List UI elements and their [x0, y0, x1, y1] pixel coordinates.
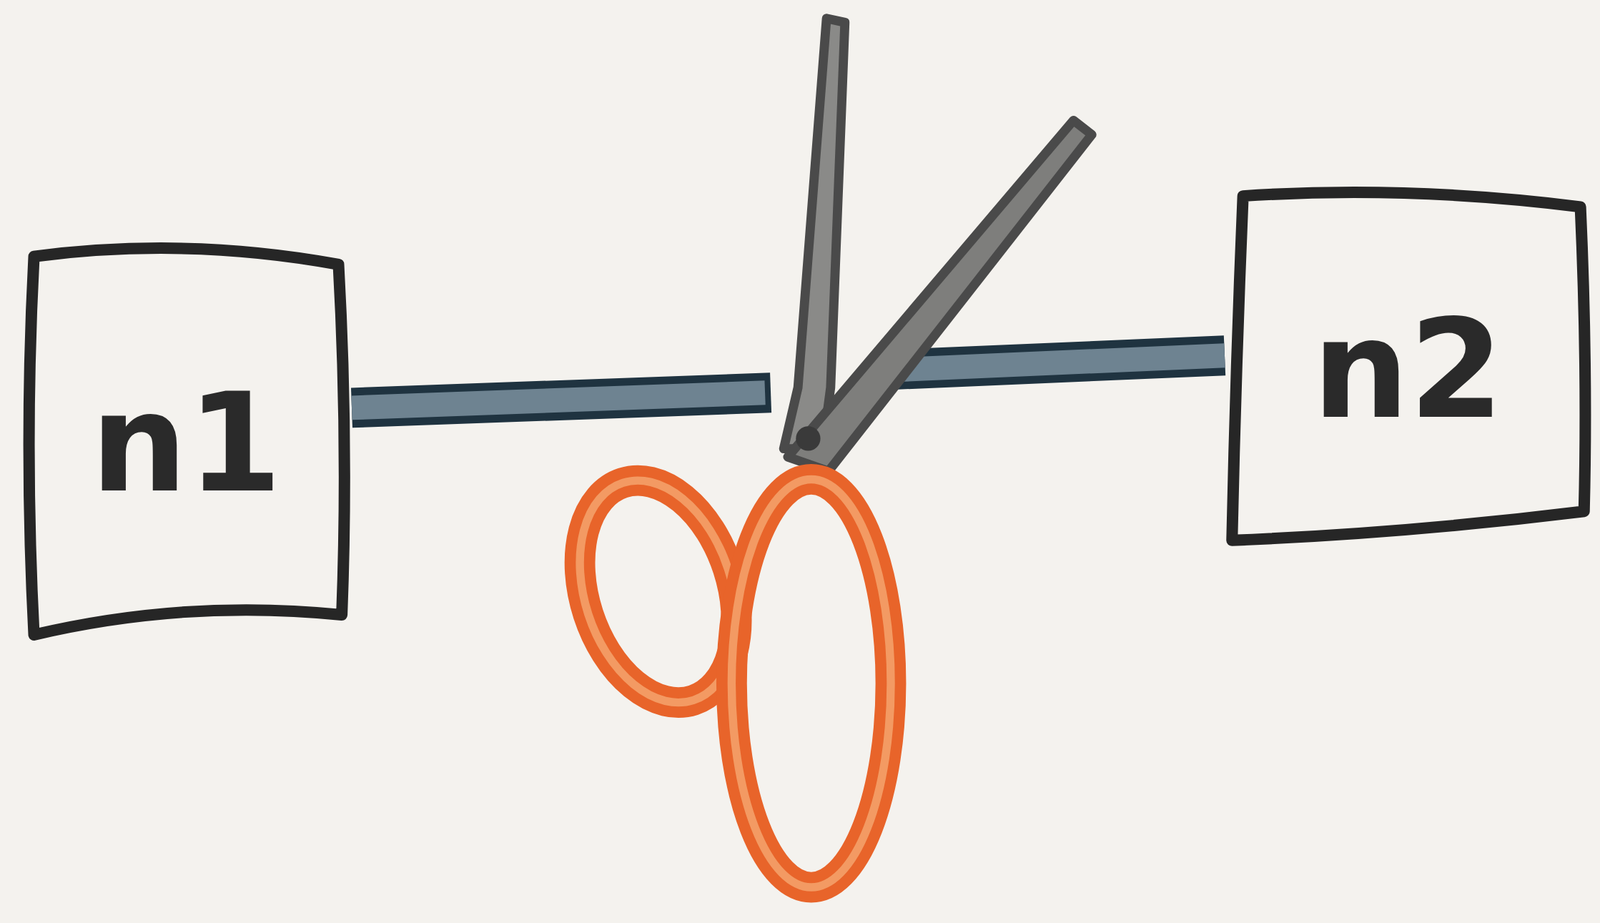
hand-drawn-box: n2 [1224, 188, 1592, 552]
wire-stroke [898, 355, 1225, 370]
box-outline-path [1231, 192, 1585, 541]
scissors-pivot [795, 426, 821, 451]
scissors-blade [787, 120, 1092, 472]
scissors-handle [731, 478, 891, 888]
wire-stroke [892, 355, 1225, 370]
scissors-handle-highlight [731, 478, 891, 888]
hand-drawn-box: n1 [20, 244, 352, 643]
scissors-blades [783, 18, 1092, 472]
scissors-blade [783, 18, 846, 449]
node-label: n2 [1312, 302, 1504, 439]
wire-stroke [351, 392, 765, 408]
cut-wire [351, 355, 1225, 408]
wire-stroke [351, 392, 771, 408]
box-outline-path [29, 248, 345, 635]
scissors-handles [552, 460, 891, 888]
node-label: n1 [90, 376, 282, 512]
